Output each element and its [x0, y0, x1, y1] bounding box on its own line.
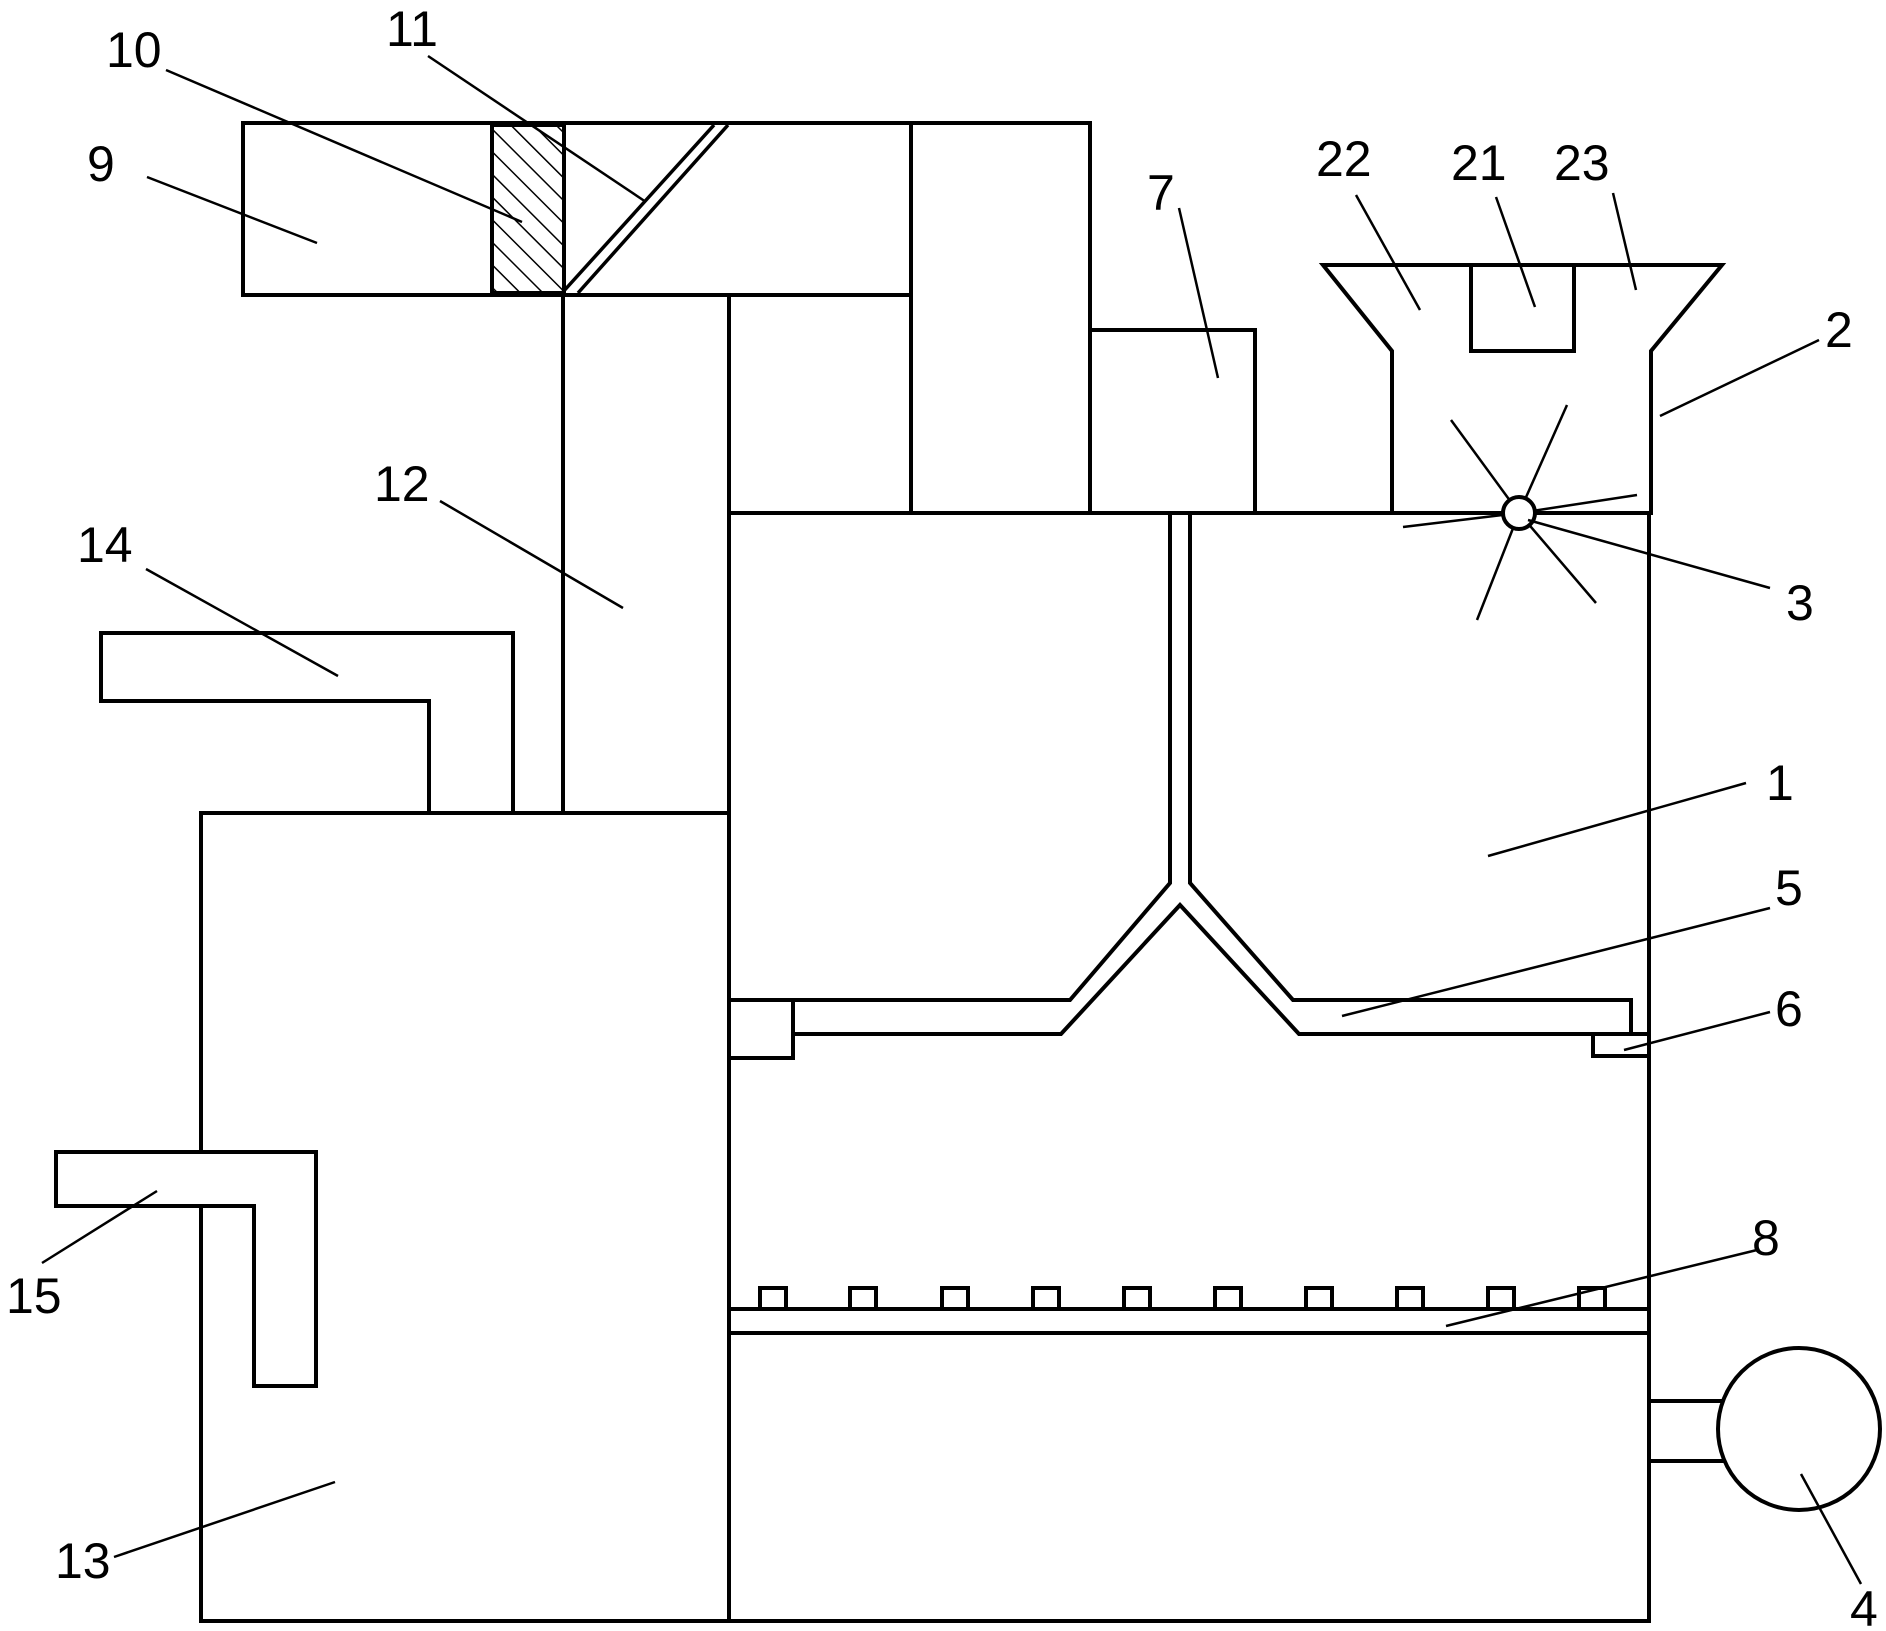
leader-lines: [41, 54, 1863, 1585]
vertical-duct: [561, 293, 731, 815]
pump: [1716, 1346, 1882, 1512]
lower-l-pipe: [54, 1150, 318, 1388]
callout-7: 7: [1147, 165, 1175, 221]
baffle-line-a: [560, 123, 716, 295]
callout-4: 4: [1850, 1581, 1878, 1631]
support-left: [727, 998, 795, 1060]
callout-22: 22: [1316, 131, 1372, 187]
callout-10: 10: [106, 22, 162, 78]
support-right: [1591, 1032, 1651, 1058]
hopper: [1318, 263, 1727, 515]
top-box: [1088, 328, 1257, 515]
callout-14: 14: [77, 517, 133, 573]
filter-block: [490, 123, 566, 295]
callout-13: 13: [55, 1533, 111, 1589]
duct-right-riser: [909, 121, 1092, 515]
stirrer: [1402, 404, 1638, 621]
bottom-plate: [727, 1307, 1651, 1335]
callout-12: 12: [374, 456, 430, 512]
callout-11: 11: [386, 1, 438, 57]
callout-3: 3: [1786, 575, 1814, 631]
callout-1: 1: [1766, 755, 1794, 811]
plate-nubs: [758, 1286, 1607, 1311]
callout-2: 2: [1825, 302, 1853, 358]
baffle-line-b: [576, 123, 730, 295]
hopper-insert: [1469, 263, 1576, 353]
sieve-plate: [747, 511, 1633, 1036]
callout-15: 15: [6, 1268, 62, 1324]
duct-bend: [727, 293, 913, 515]
callout-6: 6: [1775, 981, 1803, 1037]
callout-23: 23: [1554, 135, 1610, 191]
callout-8: 8: [1752, 1210, 1780, 1266]
callout-5: 5: [1775, 860, 1803, 916]
callout-9: 9: [87, 136, 115, 192]
callout-21: 21: [1451, 135, 1507, 191]
upper-l-pipe: [99, 631, 515, 815]
